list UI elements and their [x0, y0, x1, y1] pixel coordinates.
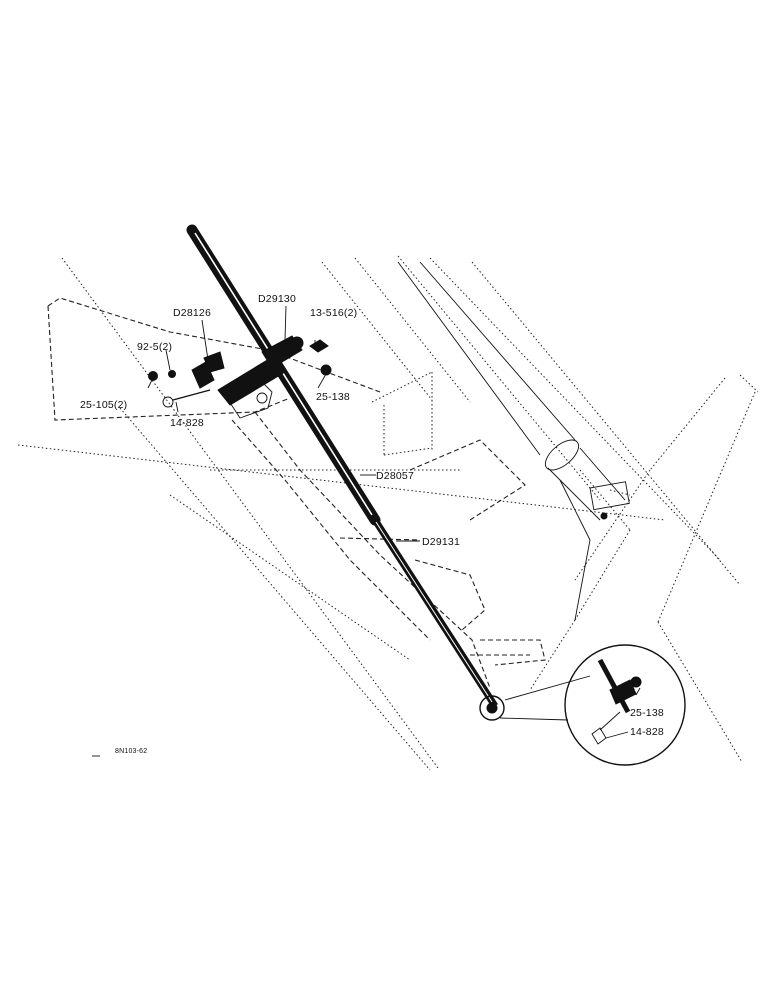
support-rod: [186, 224, 505, 721]
label-14-828-detail: 14-828: [630, 726, 664, 738]
label-d28057: D28057: [376, 470, 414, 482]
part-labels: D29130 D28126 13-516(2) 92-5(2) 25-105(2…: [80, 293, 664, 757]
detail-circle: [499, 644, 686, 766]
label-25-105: 25-105(2): [80, 399, 127, 411]
hardware: [148, 339, 332, 408]
label-13-516: 13-516(2): [310, 307, 357, 319]
label-d29130: D29130: [258, 293, 296, 305]
label-92-5: 92-5(2): [137, 341, 172, 353]
label-14-828-top: 14-828: [170, 417, 204, 429]
figure-code: 8N103-62: [115, 748, 147, 755]
leader-lines: [147, 305, 641, 739]
label-25-138-top: 25-138: [316, 391, 350, 403]
machine-frame: [17, 255, 759, 771]
label-d29131: D29131: [422, 536, 460, 548]
label-25-138-detail: 25-138: [630, 707, 664, 719]
label-d28126: D28126: [173, 307, 211, 319]
hidden-lines: [47, 297, 546, 689]
rod-clamp-sleeve: [217, 335, 304, 406]
hydraulic-cylinder: [397, 261, 630, 621]
